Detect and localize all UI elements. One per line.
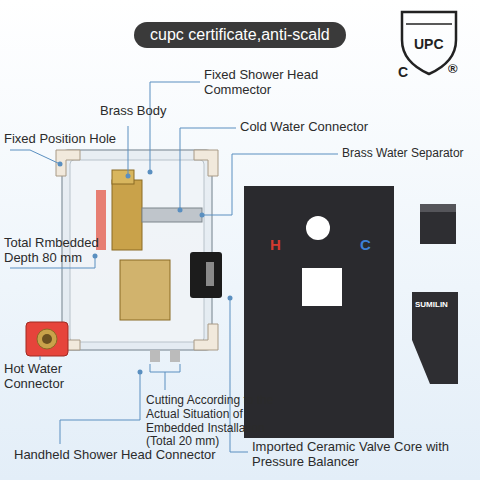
brand-text: SUMILIN xyxy=(415,300,448,309)
callout-label: Imported Ceramic Valve Core with Pressur… xyxy=(252,440,452,470)
title-pill: cupc certificate,anti-scald xyxy=(134,22,346,48)
callout-label: Brass Water Separator xyxy=(342,147,464,161)
callout-label: Handheld Shower Head Connector xyxy=(14,448,216,463)
callout-label: Cold Water Connector xyxy=(240,120,368,135)
logo-text: ® xyxy=(448,62,458,77)
cold-mark: C xyxy=(360,236,371,253)
callout-label: Hot Water Connector xyxy=(4,362,94,392)
callout-label: Fixed Shower Head Commector xyxy=(204,68,354,98)
callout-label: Brass Body xyxy=(100,104,166,119)
logo-text: C xyxy=(398,64,408,80)
dimension-label: Total Rmbedded Depth 80 mm xyxy=(4,236,116,266)
logo-text: UPC xyxy=(414,36,444,52)
callout-label: Fixed Position Hole xyxy=(4,132,116,147)
hot-mark: H xyxy=(270,236,281,253)
